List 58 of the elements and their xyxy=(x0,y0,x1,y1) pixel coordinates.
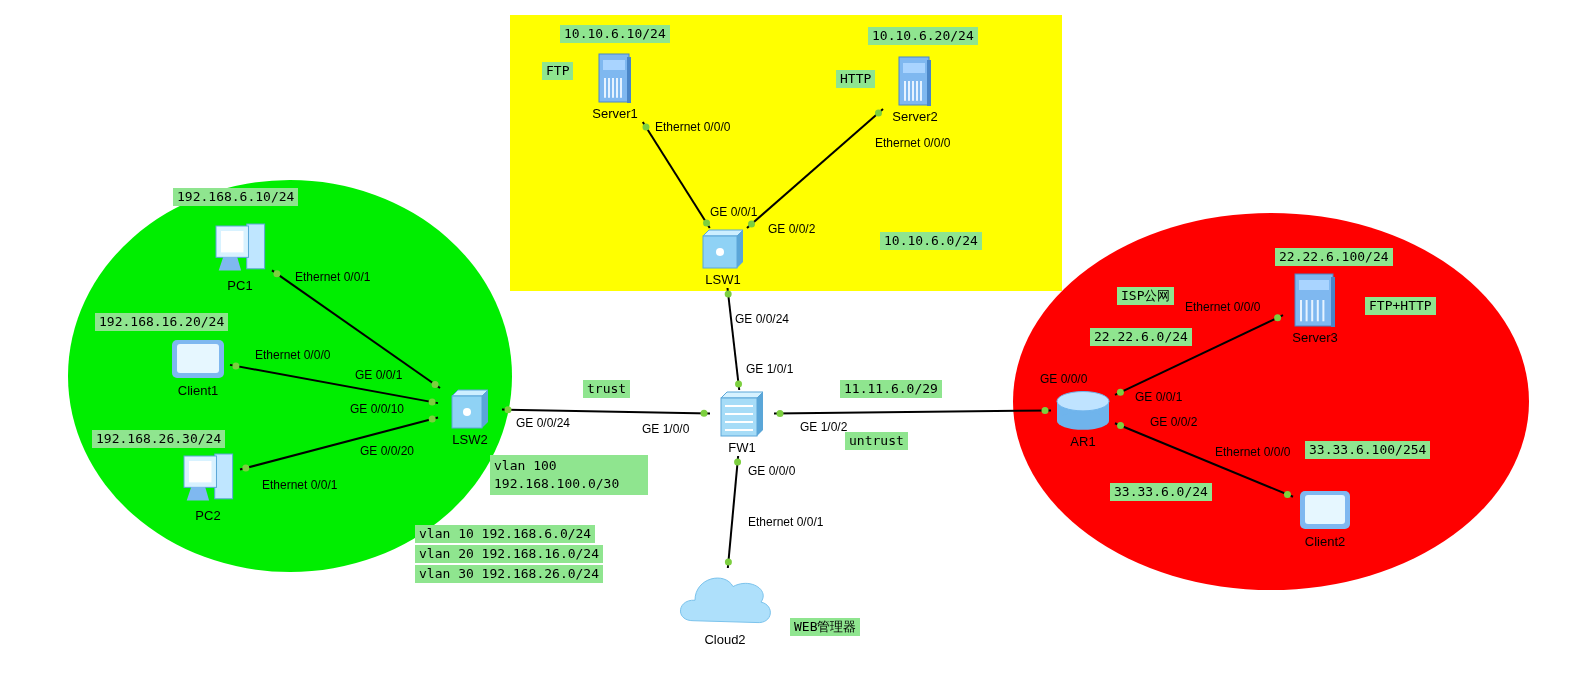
vlan-label: vlan 10 192.168.6.0/24 xyxy=(415,525,596,543)
address-label: 192.168.26.30/24 xyxy=(92,430,226,448)
device-name: Cloud2 xyxy=(704,632,746,648)
device-name: LSW1 xyxy=(705,272,741,288)
port-label: GE 0/0/2 xyxy=(768,222,816,236)
port-label: GE 0/0/20 xyxy=(360,444,415,458)
zone-ellipse xyxy=(1013,213,1529,590)
port-label: GE 0/0/0 xyxy=(748,464,796,478)
edge-label: 22.22.6.0/24 xyxy=(1090,328,1192,346)
device-name: Client1 xyxy=(177,383,219,399)
address-label: 192.168.6.10/24 xyxy=(173,188,299,206)
device-name: PC1 xyxy=(227,278,253,294)
port-label: GE 1/0/0 xyxy=(642,422,690,436)
port-label: GE 1/0/2 xyxy=(800,420,848,434)
zone-area xyxy=(510,15,1062,291)
address-label: 192.168.16.20/24 xyxy=(95,313,229,331)
port-label: GE 0/0/0 xyxy=(1040,372,1088,386)
device-name: FW1 xyxy=(728,440,756,456)
port-label: Ethernet 0/0/0 xyxy=(875,136,951,150)
zone-label: untrust xyxy=(845,432,908,450)
port-label: GE 0/0/24 xyxy=(735,312,790,326)
port-label: GE 1/0/1 xyxy=(746,362,794,376)
device-name: PC2 xyxy=(195,508,221,524)
vlan-label: vlan 30 192.168.26.0/24 xyxy=(415,565,603,583)
vlan-label: vlan 100 192.168.100.0/30 xyxy=(490,455,648,495)
port-label: Ethernet 0/0/1 xyxy=(262,478,338,492)
port-label: GE 0/0/24 xyxy=(516,416,571,430)
network-label: ISP公网 xyxy=(1117,287,1175,305)
address-label: WEB管理器 xyxy=(790,618,861,636)
port-label: Ethernet 0/0/0 xyxy=(1215,445,1291,459)
device-name: AR1 xyxy=(1070,434,1096,450)
port-label: Ethernet 0/0/1 xyxy=(295,270,371,284)
address-label: FTP xyxy=(542,62,574,80)
edge-label: 33.33.6.0/24 xyxy=(1110,483,1212,501)
port-label: Ethernet 0/0/0 xyxy=(1185,300,1261,314)
port-label: Ethernet 0/0/1 xyxy=(748,515,824,529)
device-name: Server1 xyxy=(592,106,638,122)
address-label: FTP+HTTP xyxy=(1365,297,1436,315)
device-name: LSW2 xyxy=(452,432,488,448)
address-label: 22.22.6.100/24 xyxy=(1275,248,1393,266)
zone-label: trust xyxy=(583,380,631,398)
port-label: GE 0/0/2 xyxy=(1150,415,1198,429)
edge-label: 11.11.6.0/29 xyxy=(840,380,942,398)
port-label: GE 0/0/10 xyxy=(350,402,405,416)
vlan-label: vlan 20 192.168.16.0/24 xyxy=(415,545,603,563)
address-label: HTTP xyxy=(836,70,876,88)
address-label: 10.10.6.20/24 xyxy=(868,27,978,45)
network-label: 10.10.6.0/24 xyxy=(880,232,982,250)
address-label: 10.10.6.10/24 xyxy=(560,25,670,43)
port-label: GE 0/0/1 xyxy=(1135,390,1183,404)
device-name: Server3 xyxy=(1292,330,1338,346)
port-label: GE 0/0/1 xyxy=(710,205,758,219)
device-name: Server2 xyxy=(892,109,938,125)
port-label: Ethernet 0/0/0 xyxy=(655,120,731,134)
address-label: 33.33.6.100/254 xyxy=(1305,441,1431,459)
port-label: Ethernet 0/0/0 xyxy=(255,348,331,362)
device-name: Client2 xyxy=(1304,534,1346,550)
port-label: GE 0/0/1 xyxy=(355,368,403,382)
